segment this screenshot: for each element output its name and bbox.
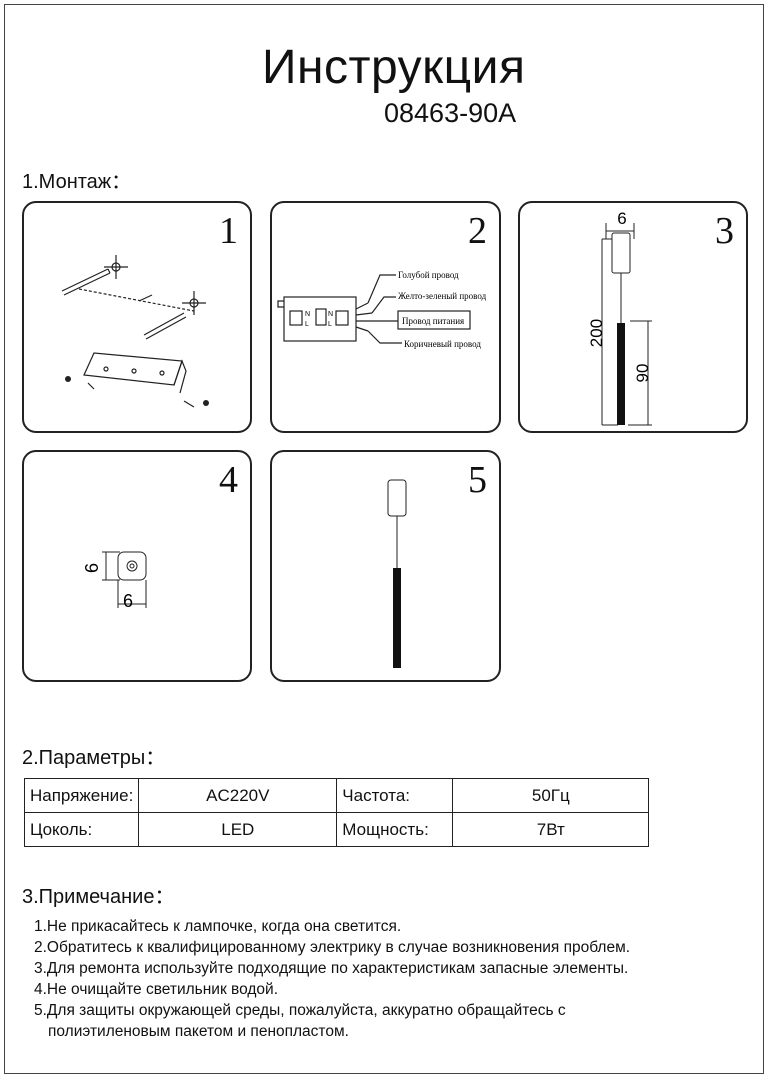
param-value-base: LED [138, 812, 338, 847]
panel-3: 3 6 200 90 [518, 201, 748, 433]
note-item: 4.Не очищайте светильник водой. [34, 981, 279, 998]
panel-1: 1 [22, 201, 252, 433]
panel-5: 5 [270, 450, 501, 682]
panel-4: 4 6 6 [22, 450, 252, 682]
wire-label-blue: Голубой провод [398, 270, 459, 280]
model-number: 08463-90A [384, 98, 517, 128]
param-label-frequency: Частота: [336, 778, 454, 813]
dimension-rod: 90 [633, 364, 652, 383]
panel-number: 4 [219, 459, 238, 501]
document-title: Инструкция [262, 41, 526, 94]
terminal-label: N [305, 311, 310, 318]
note-item: 3.Для ремонта используйте подходящие по … [34, 960, 629, 977]
terminal-label: L [328, 321, 332, 328]
note-item-continuation: полиэтиленовым пакетом и пенопластом. [48, 1023, 349, 1040]
table-row: Цоколь: LED Мощность: 7Вт [23, 812, 650, 847]
panel-number: 2 [468, 210, 487, 252]
note-item: 1.Не прикасайтесь к лампочке, когда она … [34, 918, 402, 935]
params-heading: 2.Параметры： [22, 747, 166, 769]
dimension-width: 6 [617, 209, 626, 228]
param-value-power: 7Вт [452, 812, 650, 847]
dimension-height: 6 [82, 563, 102, 573]
params-table: Напряжение: AC220V Частота: 50Гц Цоколь:… [23, 778, 650, 847]
param-value-frequency: 50Гц [452, 778, 650, 813]
terminal-label: L [305, 321, 309, 328]
canopy-dimensions-drawing: 6 6 [82, 551, 147, 611]
dimension-height: 200 [587, 319, 606, 347]
note-item: 2.Обратитесь к квалифицированному электр… [34, 939, 631, 956]
panel-number: 1 [219, 210, 238, 252]
wiring-diagram: Голубой провод Желто-зеленый провод Пров… [277, 270, 487, 349]
fixture-dimensions-drawing: 6 200 90 [587, 209, 652, 426]
param-value-voltage: AC220V [138, 778, 338, 813]
notes-heading: 3.Примечание： [22, 886, 175, 908]
page-border [4, 4, 764, 1074]
notes-list: 1.Не прикасайтесь к лампочке, когда она … [34, 916, 630, 1042]
assembled-fixture-illustration [387, 479, 407, 668]
mounting-screws-illustration [61, 255, 209, 408]
note-item: 5.Для защиты окружающей среды, пожалуйст… [34, 1002, 566, 1019]
wire-label-brown: Коричневый провод [404, 339, 481, 349]
wire-label-yellow-green: Желто-зеленый провод [398, 291, 487, 301]
panel-number: 5 [468, 459, 487, 501]
table-row: Напряжение: AC220V Частота: 50Гц [23, 778, 650, 813]
terminal-label: N [328, 311, 333, 318]
panel-2: 2 Голубой провод Желто-зеленый провод Пр… [270, 201, 501, 433]
param-label-power: Мощность: [336, 812, 454, 847]
param-label-voltage: Напряжение: [23, 778, 140, 813]
montage-heading: 1.Монтаж： [22, 171, 132, 193]
panel-number: 3 [715, 210, 734, 252]
wire-label-power: Провод питания [402, 316, 464, 326]
dimension-width: 6 [123, 591, 133, 611]
param-label-base: Цоколь: [23, 812, 140, 847]
